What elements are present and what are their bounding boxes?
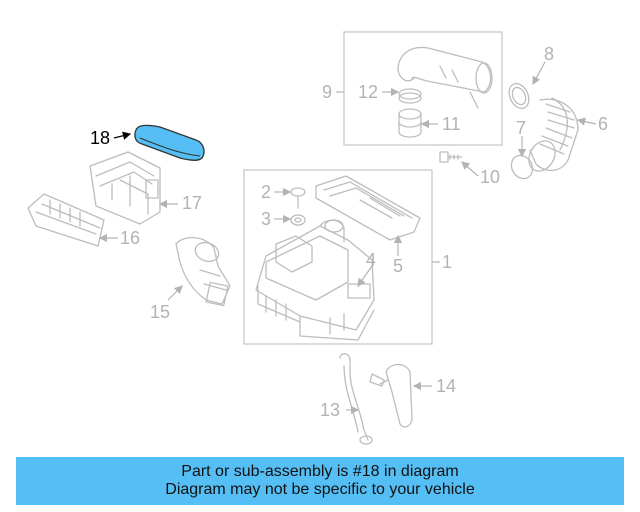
callout-1: 1 [442, 252, 452, 272]
callout-15: 15 [150, 302, 170, 322]
part-4-air-cleaner[interactable] [255, 219, 375, 341]
callout-7: 7 [516, 118, 526, 138]
callout-9: 9 [322, 82, 332, 102]
part-11-sleeve[interactable] [398, 108, 422, 138]
part-13-tube[interactable] [339, 353, 373, 445]
banner-line-disclaimer: Diagram may not be specific to your vehi… [165, 481, 475, 498]
part-10-bolt[interactable] [439, 151, 463, 163]
leader-lines [98, 61, 597, 415]
part-5-filter-lid[interactable] [315, 175, 421, 241]
part-3-nut[interactable] [290, 214, 306, 226]
callout-5: 5 [393, 256, 403, 276]
group-frame-air-cleaner [243, 169, 433, 345]
part-14-hose[interactable] [369, 363, 413, 428]
part-15-elbow[interactable] [175, 237, 231, 307]
callout-13: 13 [320, 400, 340, 420]
callout-2: 2 [261, 182, 271, 202]
callout-17: 17 [182, 193, 202, 213]
callout-18-highlighted: 18 [90, 128, 110, 148]
part-18-cover-highlighted[interactable] [134, 124, 205, 161]
part-8-clamp[interactable] [505, 80, 532, 111]
part-12-clamp[interactable] [398, 88, 422, 104]
info-banner: Part or sub-assembly is #18 in diagram D… [16, 457, 624, 505]
callout-16: 16 [120, 228, 140, 248]
callout-12: 12 [358, 82, 378, 102]
callout-10: 10 [480, 167, 500, 187]
callout-14: 14 [436, 376, 456, 396]
part-16-snorkel[interactable] [27, 193, 105, 247]
callout-3: 3 [261, 209, 271, 229]
banner-line-part-number: Part or sub-assembly is #18 in diagram [181, 463, 459, 480]
callout-8: 8 [544, 44, 554, 64]
part-9-intake-duct[interactable] [397, 46, 493, 109]
group-frame-upper [343, 31, 503, 146]
part-6-hose[interactable] [524, 97, 579, 176]
part-17-housing[interactable] [89, 151, 161, 225]
part-2-grommet[interactable] [290, 187, 306, 209]
part-7-clamp[interactable] [507, 152, 536, 183]
callout-4: 4 [366, 250, 376, 270]
callout-6: 6 [598, 114, 608, 134]
callout-11: 11 [442, 114, 461, 134]
